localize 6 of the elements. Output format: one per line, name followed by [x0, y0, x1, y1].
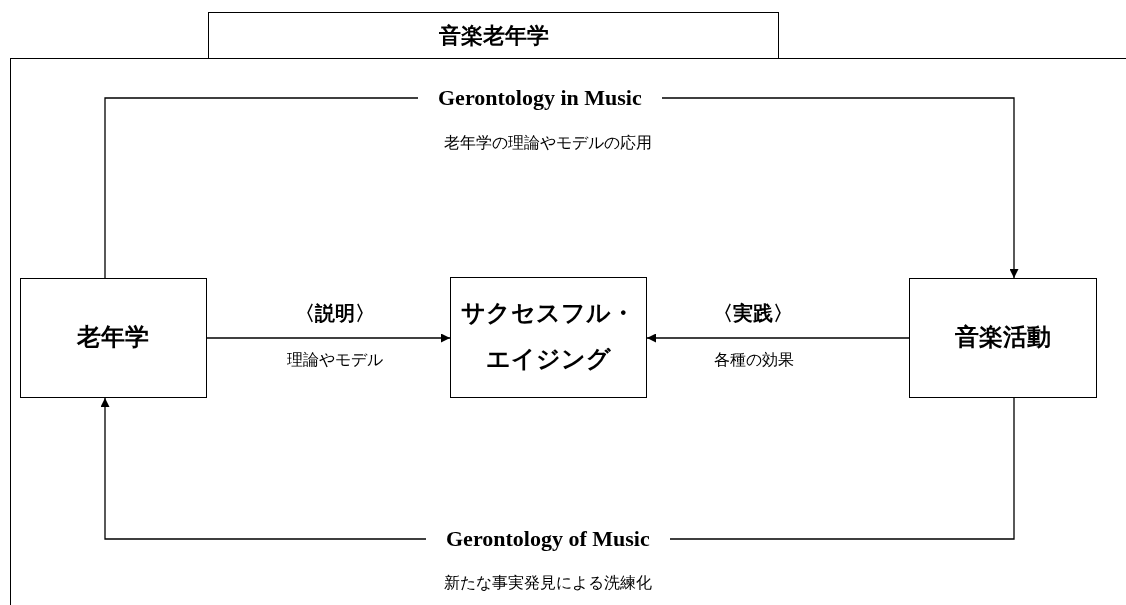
concept-box: 老年学 — [19, 277, 207, 398]
concept-box: サクセスフル・エイジング — [449, 276, 647, 398]
concept-box: 音楽活動 — [908, 277, 1097, 398]
heading-box: 音楽老年学 — [208, 12, 779, 59]
arrow — [206, 333, 451, 343]
arrow — [646, 333, 910, 343]
